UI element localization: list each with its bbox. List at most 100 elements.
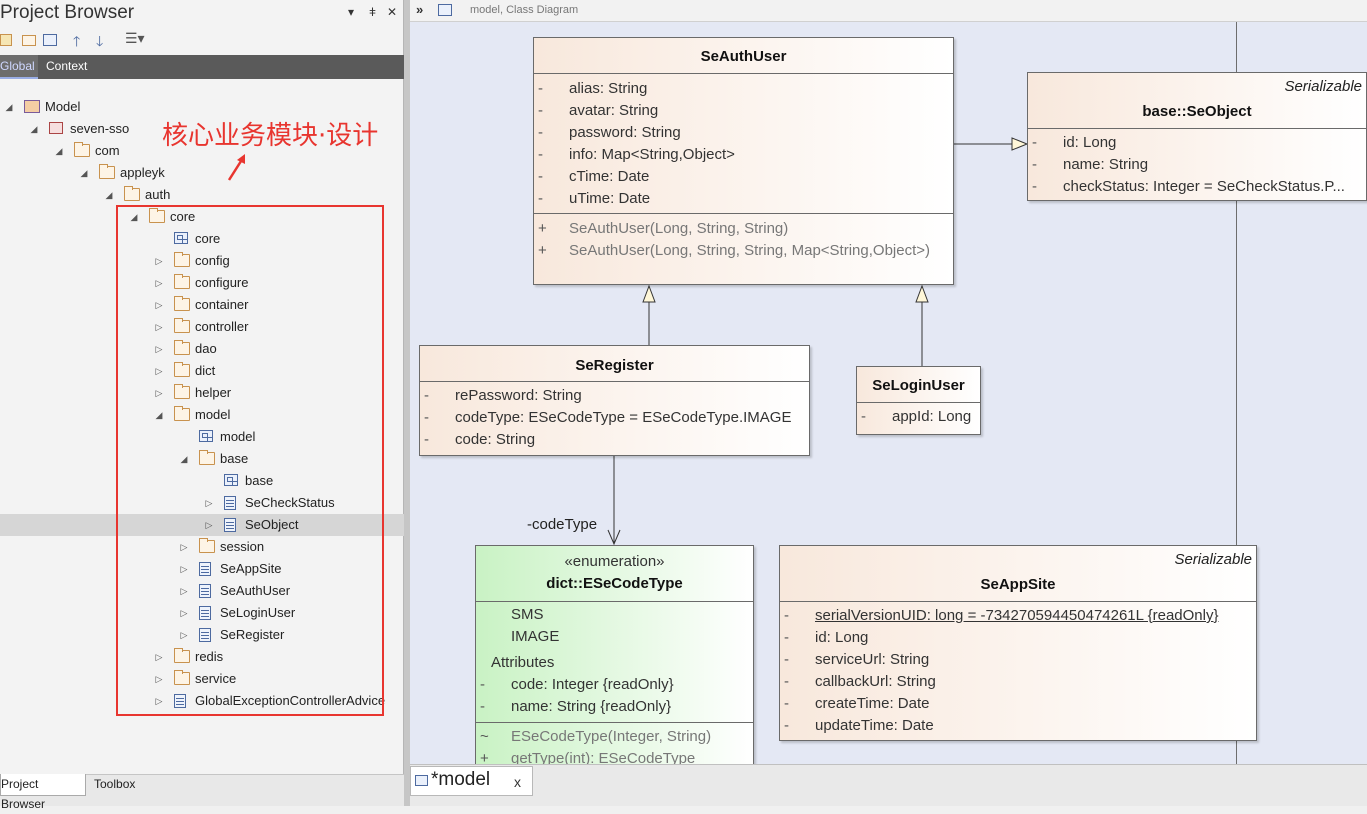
expand-icon[interactable]: ▷ <box>155 366 163 376</box>
tree-item-label: SeLoginUser <box>220 605 296 620</box>
move-up-icon[interactable]: 🡑 <box>73 33 81 49</box>
tree-item[interactable]: ◢appleyk <box>0 162 404 184</box>
panel-menu-dropdown-icon[interactable]: ▾ <box>348 5 355 19</box>
tree-item[interactable]: ◢model <box>0 404 404 426</box>
tree-item[interactable]: ▷SeAuthUser <box>0 580 404 602</box>
expand-icon[interactable]: ▷ <box>155 278 163 288</box>
tree-item[interactable]: ▷helper <box>0 382 404 404</box>
tree-item[interactable]: ▷SeAppSite <box>0 558 404 580</box>
attribute: info: Map<String,Object> <box>569 146 735 163</box>
attribute: avatar: String <box>569 102 659 119</box>
options-menu-icon[interactable]: ☰▾ <box>125 30 145 46</box>
tab-toolbox[interactable]: Toolbox <box>94 777 136 791</box>
tree-item[interactable]: ▷ session <box>0 536 404 558</box>
collapse-icon[interactable]: ◢ <box>5 102 13 112</box>
tree-item[interactable]: ◢seven-sso <box>0 118 404 140</box>
arrowhead-icon <box>915 284 929 303</box>
attribute: updateTime: Date <box>815 717 934 734</box>
close-tab-icon[interactable]: x <box>514 774 521 790</box>
collapse-icon[interactable]: ◢ <box>155 410 163 420</box>
visibility-marker: - <box>1032 178 1037 195</box>
expand-icon[interactable]: ▷ <box>180 586 188 596</box>
tree-item[interactable]: ▷GlobalExceptionControllerAdvice <box>0 690 404 712</box>
panel-splitter[interactable] <box>404 0 410 806</box>
expand-icon[interactable]: ▷ <box>155 696 163 706</box>
tree-item-label: dict <box>195 363 216 378</box>
class-seloginuser[interactable]: SeLoginUser -appId: Long <box>856 366 981 435</box>
tree-item[interactable]: ◢com <box>0 140 404 162</box>
tab-context[interactable]: Context <box>46 59 88 73</box>
tree-item-label: base <box>245 473 274 488</box>
tree-item[interactable]: ▷ service <box>0 668 404 690</box>
tree-item[interactable]: ▷ SeLoginUser <box>0 602 404 624</box>
tab-model-diagram[interactable]: *model x <box>410 766 533 796</box>
attribute: createTime: Date <box>815 695 930 712</box>
tree-item-label: service <box>195 671 237 686</box>
tree-item-label: session <box>220 539 265 554</box>
collapse-icon[interactable]: ◢ <box>130 212 138 222</box>
expand-icon[interactable]: ▷ <box>155 300 163 310</box>
move-down-icon[interactable]: 🡓 <box>96 33 104 49</box>
expand-icon[interactable]: ▷ <box>205 498 213 508</box>
tree-item-label: core <box>195 231 221 246</box>
expand-icon[interactable]: ▷ <box>155 674 163 684</box>
new-package-icon[interactable] <box>22 35 36 46</box>
expand-icon[interactable]: ▷ <box>180 608 188 618</box>
tab-global[interactable]: Global <box>0 55 38 79</box>
tree-item[interactable]: ◢auth <box>0 184 404 206</box>
expand-icon[interactable]: ▷ <box>155 652 163 662</box>
expand-icon[interactable]: ▷ <box>155 256 163 266</box>
class-seappsite[interactable]: Serializable SeAppSite -serialVersionUID… <box>779 545 1257 741</box>
class-name: SeAuthUser <box>700 48 787 65</box>
attributes-heading: Attributes <box>491 654 555 671</box>
collapse-icon[interactable]: ◢ <box>55 146 63 156</box>
attribute: appId: Long <box>892 408 972 425</box>
attribute: serialVersionUID: long = -73427059445047… <box>815 607 1219 624</box>
expand-icon[interactable]: ▷ <box>180 564 188 574</box>
expand-icon[interactable]: » <box>416 2 424 17</box>
expand-icon[interactable]: ▷ <box>205 520 213 530</box>
tree-item[interactable]: ▷configure <box>0 272 404 294</box>
tree-item-label: container <box>195 297 249 312</box>
tree-item[interactable]: ▷SeCheckStatus <box>0 492 404 514</box>
class-seregister[interactable]: SeRegister -rePassword: String-codeType:… <box>419 345 810 456</box>
attribute: name: String {readOnly} <box>511 698 672 715</box>
expand-icon[interactable]: ▷ <box>155 388 163 398</box>
tree-item[interactable]: ◢base <box>0 448 404 470</box>
tree-item[interactable]: ▷SeRegister <box>0 624 404 646</box>
tree-item[interactable]: ◢core <box>0 206 404 228</box>
tree-item[interactable]: ▷redis <box>0 646 404 668</box>
class-seobject[interactable]: Serializable base::SeObject -id: Long-na… <box>1027 72 1367 201</box>
operation: ESeCodeType(Integer, String) <box>511 728 712 745</box>
tree-item[interactable]: ▷dao <box>0 338 404 360</box>
class-seauthuser[interactable]: SeAuthUser -alias: String-avatar: String… <box>533 37 954 285</box>
class-name: SeLoginUser <box>872 377 965 394</box>
pin-icon[interactable]: ǂ <box>369 5 377 19</box>
tree-item[interactable]: ▷ container <box>0 294 404 316</box>
new-model-icon[interactable] <box>0 34 12 46</box>
expand-icon[interactable]: ▷ <box>180 542 188 552</box>
new-diagram-icon[interactable] <box>43 34 57 46</box>
tree-item[interactable]: ▷controller <box>0 316 404 338</box>
folder-icon <box>149 208 165 223</box>
collapse-icon[interactable]: ◢ <box>80 168 88 178</box>
expand-icon[interactable]: ▷ <box>155 322 163 332</box>
tree-item[interactable]: ◢Model <box>0 96 404 118</box>
collapse-icon[interactable]: ◢ <box>180 454 188 464</box>
expand-icon[interactable]: ▷ <box>180 630 188 640</box>
folder-icon <box>74 142 90 157</box>
close-icon[interactable]: ✕ <box>387 5 398 19</box>
attribute: SMS <box>511 606 544 623</box>
collapse-icon[interactable]: ◢ <box>105 190 113 200</box>
tree-item[interactable]: base <box>0 470 404 492</box>
tree-item[interactable]: ▷SeObject <box>0 514 404 536</box>
visibility-marker: - <box>424 409 429 426</box>
tree-item[interactable]: model <box>0 426 404 448</box>
tree-item[interactable]: core <box>0 228 404 250</box>
folder-icon <box>174 252 190 267</box>
tree-item[interactable]: ▷config <box>0 250 404 272</box>
expand-icon[interactable]: ▷ <box>155 344 163 354</box>
tree-item[interactable]: ▷ dict <box>0 360 404 382</box>
collapse-icon[interactable]: ◢ <box>30 124 38 134</box>
